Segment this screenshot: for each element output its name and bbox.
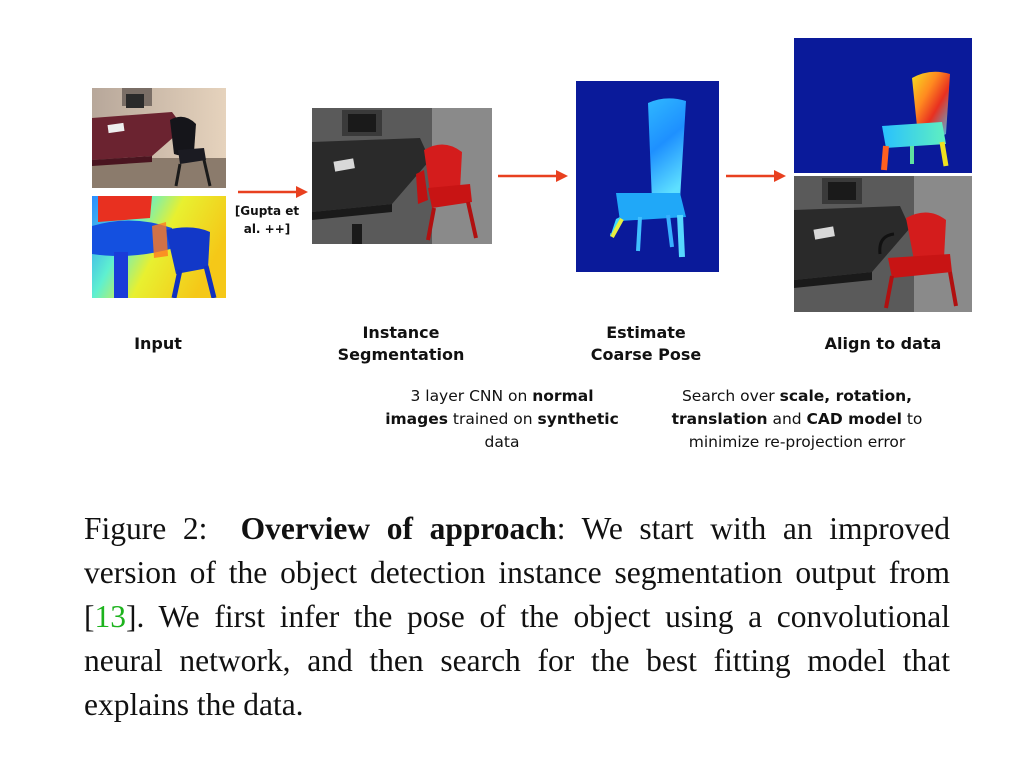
input-rgb-image [92,88,226,188]
search-description: Search over scale, rotation, translation… [671,387,923,451]
caption-text-1: : We start with an improved version of t… [84,511,951,634]
arrow-segmentation-to-pose [498,170,568,182]
aligned-overlay-image [794,176,972,312]
coarse-pose-image [576,81,719,272]
caption-prefix: Figure 2: [84,511,208,546]
arrow-pose-to-align [726,170,786,182]
arrow-input-to-segmentation [238,186,308,198]
figure-caption: Figure 2: Overview of approach: We start… [84,507,950,727]
cnn-description: 3 layer CNN on normal images trained on … [385,387,619,451]
input-depth-image [92,196,226,298]
input-label: Input [134,334,182,353]
segmentation-label: Instance Segmentation [337,323,465,364]
aligned-model-image [794,38,972,173]
segmentation-image [312,108,492,244]
coarse-pose-label: Estimate Coarse Pose [590,323,702,364]
gupta-label: [Gupta et al. ++] [234,204,300,236]
caption-text-2: ]. We first infer the pose of the object… [84,599,950,722]
caption-title: Overview of approach [240,511,557,546]
citation-link[interactable]: 13 [94,599,127,634]
align-label: Align to data [824,334,942,353]
